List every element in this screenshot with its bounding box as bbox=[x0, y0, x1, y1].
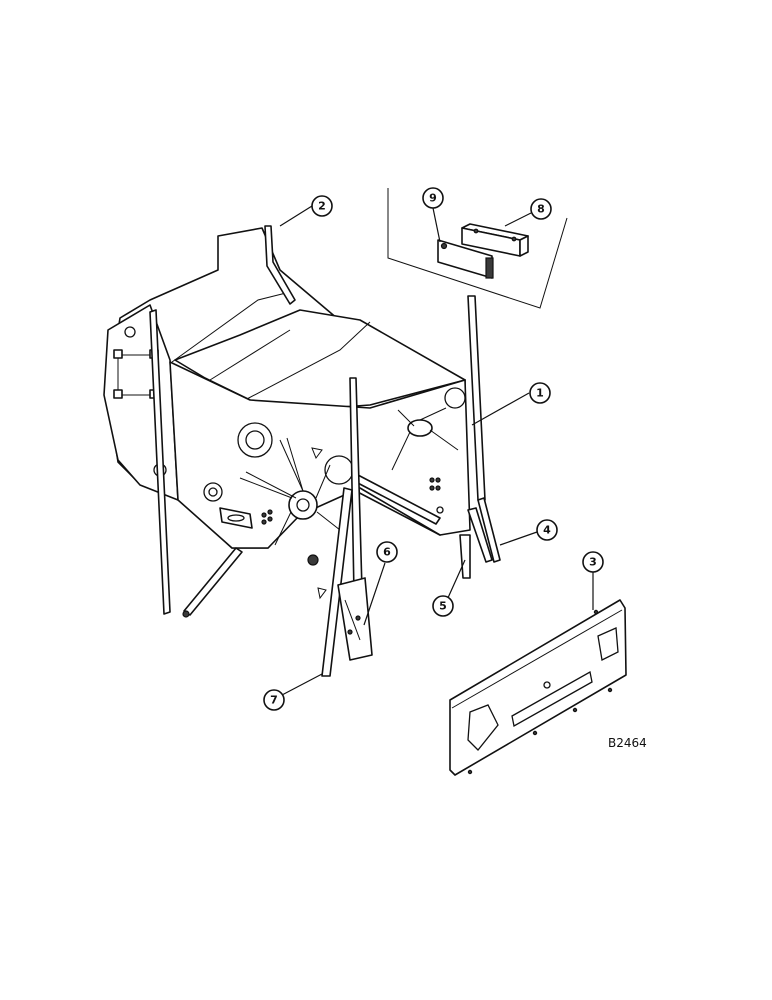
callout-label: 4 bbox=[543, 524, 551, 537]
callout-4: 4 bbox=[536, 519, 558, 541]
rod-part-2 bbox=[264, 225, 296, 305]
callout-8: 8 bbox=[530, 198, 552, 220]
lower-brace-rod bbox=[182, 547, 243, 618]
callout-label: 1 bbox=[536, 387, 544, 400]
callout-5: 5 bbox=[432, 595, 454, 617]
callout-label: 7 bbox=[270, 694, 278, 707]
slot-plate bbox=[219, 507, 253, 529]
main-frame-part-1 bbox=[103, 227, 471, 600]
detail-inset bbox=[387, 188, 568, 309]
callout-2: 2 bbox=[311, 195, 333, 217]
callout-label: 2 bbox=[318, 200, 326, 213]
callout-label: 6 bbox=[383, 546, 391, 559]
drawing-id: B2464 bbox=[608, 736, 647, 750]
callout-6: 6 bbox=[376, 541, 398, 563]
callout-label: 9 bbox=[429, 192, 437, 205]
vertical-rod-right bbox=[467, 295, 486, 501]
plate-part-9 bbox=[437, 239, 494, 279]
block-part-8 bbox=[461, 223, 529, 257]
bar-assembly-part-6-7 bbox=[321, 377, 373, 677]
callout-label: 3 bbox=[589, 556, 597, 569]
callout-3: 3 bbox=[582, 551, 604, 573]
spoked-hub-front bbox=[239, 437, 341, 546]
bracket-part-5 bbox=[459, 534, 471, 579]
callout-7: 7 bbox=[263, 689, 285, 711]
bracket-part-4 bbox=[467, 497, 501, 563]
callout-1: 1 bbox=[529, 382, 551, 404]
callout-label: 8 bbox=[537, 203, 545, 216]
callout-9: 9 bbox=[422, 187, 444, 209]
vertical-rod-left bbox=[149, 309, 171, 615]
panel-part-3 bbox=[449, 599, 627, 776]
spoked-hub-rear bbox=[391, 407, 459, 471]
callout-label: 5 bbox=[439, 600, 447, 613]
